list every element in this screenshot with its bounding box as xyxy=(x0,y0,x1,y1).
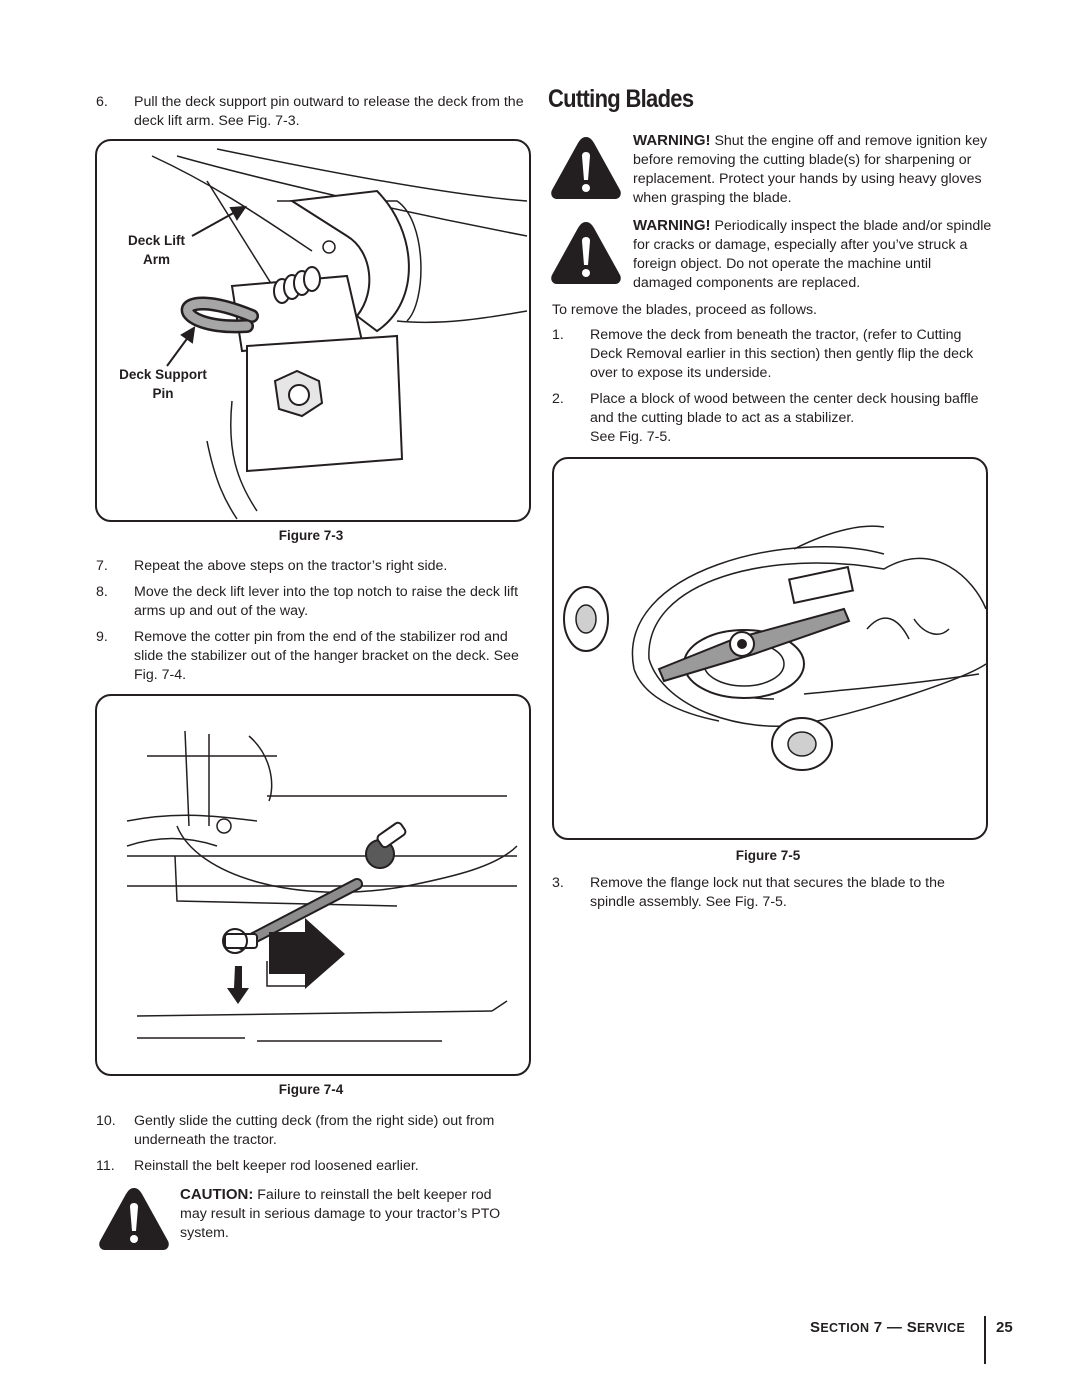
caution-text: CAUTION: Failure to reinstall the belt k… xyxy=(180,1186,501,1241)
caution-icon xyxy=(99,1188,169,1250)
footer-divider xyxy=(984,1316,986,1364)
figure-7-3-image: Deck Lift Arm Deck Support Pin xyxy=(95,139,531,522)
step-2-see-fig: See Fig. 7-5. xyxy=(590,429,672,445)
step-9: 9. Remove the cotter pin from the end of… xyxy=(96,629,519,683)
step-10: 10. Gently slide the cutting deck (from … xyxy=(96,1113,495,1148)
figure-7-4-caption: Figure 7-4 xyxy=(278,1082,344,1097)
step-8: 8. Move the deck lift lever into the top… xyxy=(96,584,519,619)
step-11: 11. Reinstall the belt keeper rod loosen… xyxy=(96,1158,419,1174)
warning-1-text: WARNING! Shut the engine off and remove … xyxy=(633,132,988,206)
deck-lift-illustration xyxy=(151,148,528,520)
figure-7-4-image xyxy=(95,694,531,1076)
step-1: 1. Remove the deck from beneath the trac… xyxy=(552,327,974,381)
footer-section-label: SECTION 7 — SERVICE xyxy=(810,1319,966,1336)
figure-7-5-caption: Figure 7-5 xyxy=(735,848,801,863)
stabilizer-rod-illustration xyxy=(126,730,518,1042)
intro-text: To remove the blades, proceed as follows… xyxy=(552,302,817,318)
step-7: 7. Repeat the above steps on the tractor… xyxy=(96,558,448,574)
warning-2-text: WARNING! Periodically inspect the blade … xyxy=(633,217,992,291)
section-title: Cutting Blades xyxy=(548,85,694,113)
deck-blade-illustration xyxy=(563,525,986,771)
figure-7-3-caption: Figure 7-3 xyxy=(278,528,344,543)
figure-7-5-image xyxy=(552,457,988,840)
step-2: 2. Place a block of wood between the cen… xyxy=(552,391,979,445)
warning-icon xyxy=(551,222,621,284)
callout-deck-support-pin: Deck Support Pin xyxy=(119,367,207,401)
callout-deck-lift-arm: Deck Lift Arm xyxy=(127,233,185,267)
step-6: 6. Pull the deck support pin outward to … xyxy=(96,94,524,129)
warning-icon xyxy=(551,137,621,199)
step-3: 3. Remove the flange lock nut that secur… xyxy=(552,875,945,910)
page-number: 25 xyxy=(996,1319,1013,1336)
